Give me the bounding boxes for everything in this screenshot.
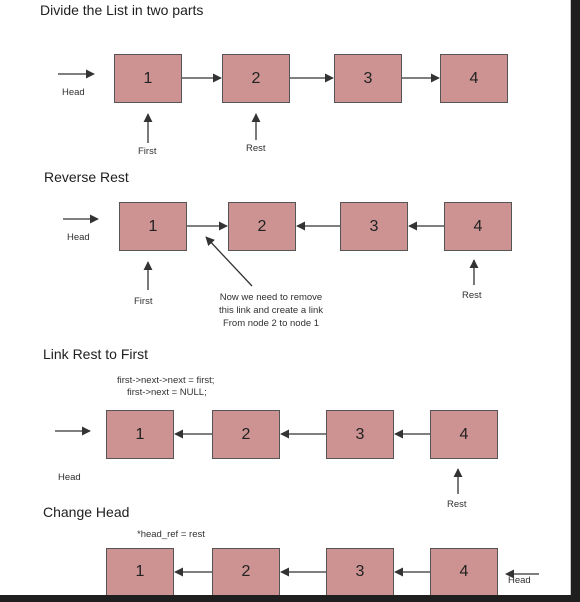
section-title-link-rest-to-first: Link Rest to First bbox=[43, 346, 149, 362]
head-label: Head bbox=[508, 575, 531, 586]
rest-label: Rest bbox=[447, 499, 467, 510]
head-label: Head bbox=[62, 87, 85, 98]
section-title-reverse-rest: Reverse Rest bbox=[44, 169, 129, 185]
head-label: Head bbox=[58, 472, 81, 483]
code-line: first->next = NULL; bbox=[127, 387, 207, 398]
node-1: 1 bbox=[114, 54, 182, 103]
node-4: 4 bbox=[430, 410, 498, 459]
note-line: From node 2 to node 1 bbox=[222, 318, 320, 329]
node-3: 3 bbox=[326, 548, 394, 595]
code-line: first->next->next = first; bbox=[117, 375, 215, 386]
rest-label: Rest bbox=[462, 290, 482, 301]
section-title-change-head: Change Head bbox=[43, 504, 130, 520]
node-3: 3 bbox=[334, 54, 402, 103]
arrow-layer bbox=[55, 69, 539, 579]
node-4: 4 bbox=[440, 54, 508, 103]
section-title-divide: Divide the List in two parts bbox=[40, 2, 204, 18]
note-line: this link and create a link bbox=[218, 305, 324, 316]
code-line: *head_ref = rest bbox=[137, 529, 205, 540]
node-4: 4 bbox=[444, 202, 512, 251]
node-1: 1 bbox=[106, 548, 174, 595]
rest-label: Rest bbox=[246, 143, 266, 154]
annotation-note: Now we need to remove this link and crea… bbox=[206, 291, 336, 330]
node-4: 4 bbox=[430, 548, 498, 595]
node-2: 2 bbox=[212, 410, 280, 459]
node-2: 2 bbox=[228, 202, 296, 251]
node-2: 2 bbox=[222, 54, 290, 103]
head-label: Head bbox=[67, 232, 90, 243]
first-label: First bbox=[134, 296, 153, 307]
node-3: 3 bbox=[326, 410, 394, 459]
node-1: 1 bbox=[106, 410, 174, 459]
note-line: Now we need to remove bbox=[219, 292, 323, 303]
note-pointer-arrow bbox=[205, 236, 253, 287]
node-1: 1 bbox=[119, 202, 187, 251]
diagram-panel: Divide the List in two parts Head 1 2 3 … bbox=[0, 0, 571, 595]
node-3: 3 bbox=[340, 202, 408, 251]
node-2: 2 bbox=[212, 548, 280, 595]
first-label: First bbox=[138, 146, 157, 157]
